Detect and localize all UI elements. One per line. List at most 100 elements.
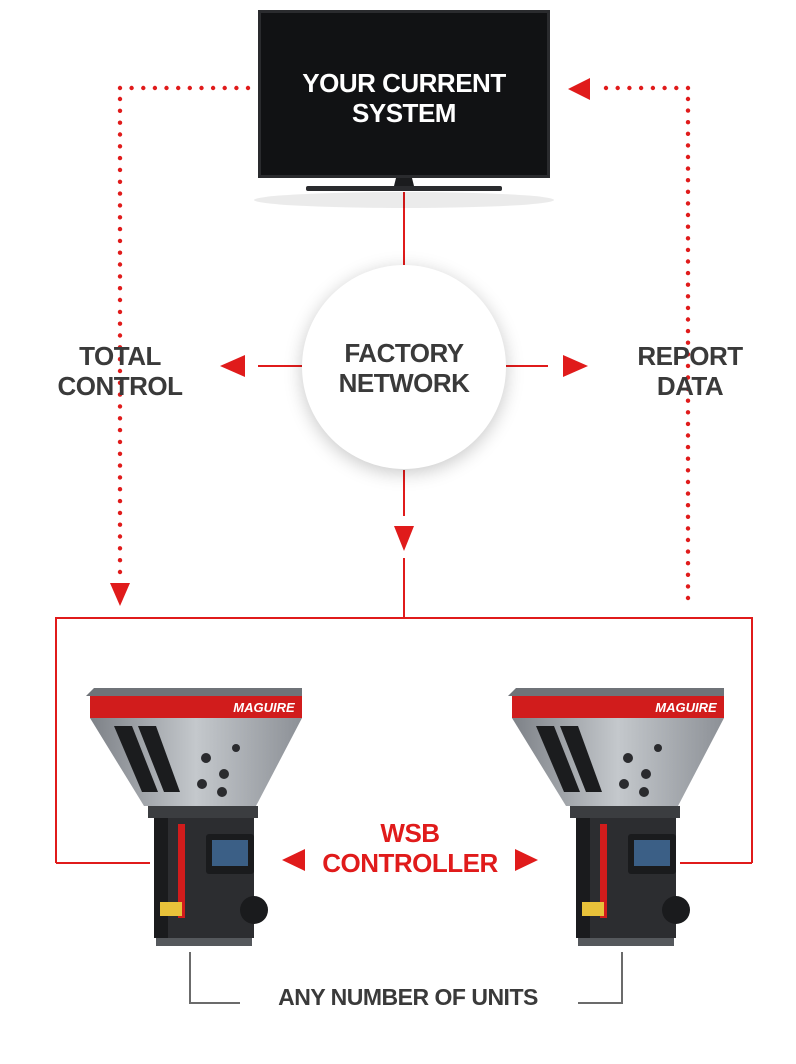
connector-dot [117, 357, 123, 362]
connector-dot [685, 96, 691, 102]
arrow-right-network [563, 355, 588, 377]
connector-dot [117, 179, 123, 184]
connector-dot [117, 155, 123, 161]
connector-dot [685, 444, 691, 450]
connector-dot [685, 201, 691, 206]
connector-dot [685, 375, 691, 380]
current-system-title: YOUR CURRENT SYSTEM [258, 68, 550, 128]
connector-dot [117, 569, 123, 575]
connector-dot [662, 85, 667, 91]
connector-dot [117, 297, 123, 303]
arrow-left-controller [282, 849, 305, 871]
connector-dot [117, 416, 123, 421]
connector-dot [117, 558, 123, 563]
connector-dot [117, 510, 123, 516]
connector-dot [117, 167, 123, 173]
solid-connectors [55, 192, 753, 864]
connector-dot [117, 451, 123, 456]
connector-dot [117, 333, 123, 338]
connector-dot [685, 120, 691, 125]
brand-label-left: MAGUIRE [233, 700, 295, 715]
connector-dot [117, 85, 123, 91]
connector-dot [685, 85, 691, 91]
connector-dot [685, 386, 691, 392]
connector-dot [685, 479, 691, 485]
connector-dot [117, 274, 123, 279]
connector-dot [685, 456, 691, 461]
connector-dot [176, 85, 181, 91]
connector-dot [117, 144, 123, 149]
connector-dot [685, 328, 691, 334]
connector-dot [685, 212, 691, 218]
any-number-of-units-label: ANY NUMBER OF UNITS [278, 984, 538, 1010]
connector-dot [685, 178, 691, 183]
connector-dot [117, 120, 123, 125]
connector-dot [117, 191, 123, 196]
wsb-controller-line2: CONTROLLER [322, 848, 498, 878]
factory-network-circle [302, 265, 506, 469]
connector-dot [685, 317, 691, 322]
connector-dot [117, 262, 123, 267]
connector-dot [117, 534, 123, 539]
connector-dot [685, 526, 691, 531]
connector-dot [685, 503, 691, 508]
connector-dot [650, 85, 656, 91]
connector-dot [117, 522, 123, 527]
connector-dot [117, 546, 123, 551]
arrow-right-controller [515, 849, 538, 871]
connector-dot [685, 282, 691, 287]
factory-network-label: FACTORY NETWORK [302, 338, 506, 398]
connector-dot [117, 286, 123, 291]
connector-dot [685, 514, 691, 519]
connector-dot [117, 463, 123, 468]
connector-dot [129, 85, 134, 91]
connector-dot [117, 498, 123, 504]
connector-dot [685, 270, 691, 276]
connector-dot [685, 421, 691, 427]
blender-unit-left: MAGUIRE [86, 688, 302, 946]
connector-dot [117, 226, 123, 232]
arrow-into-system [568, 78, 590, 100]
connector-dot [117, 487, 123, 492]
arrow-left-network [220, 355, 245, 377]
connector-dot [685, 537, 691, 543]
connector-dot [685, 305, 691, 311]
connector-dot [685, 398, 691, 403]
connector-dot [210, 85, 216, 91]
current-system-title-line1: YOUR CURRENT [302, 68, 506, 98]
connector-dot [117, 309, 123, 315]
connector-dot [234, 85, 239, 91]
connector-dot [685, 363, 691, 369]
connector-dot [685, 352, 691, 357]
connector-dot [685, 549, 691, 554]
connector-dot [117, 215, 123, 220]
connector-dot [187, 85, 192, 91]
arrow-down-total-control [110, 583, 130, 606]
connector-dot [615, 85, 620, 91]
connector-dot [685, 595, 691, 601]
connector-dot [117, 392, 123, 397]
connector-dot [117, 380, 123, 385]
connector-dot [685, 224, 691, 229]
wsb-controller-line1: WSB [380, 818, 440, 848]
connector-dot [685, 584, 691, 589]
arrow-down-network [394, 526, 414, 551]
connector-dot [117, 321, 123, 326]
connector-dot [164, 85, 169, 91]
connector-dot [685, 154, 691, 160]
connector-dot [685, 468, 691, 473]
wsb-controller-label: WSB CONTROLLER [300, 818, 520, 878]
connector-dot [245, 85, 251, 91]
connector-dot [685, 572, 691, 577]
connector-dot [685, 294, 691, 299]
connector-dot [117, 404, 123, 409]
connector-dot [117, 475, 123, 480]
connector-dot [117, 368, 123, 374]
connector-dot [117, 427, 123, 433]
report-data-line2: DATA [656, 371, 724, 401]
connector-dot [685, 259, 691, 264]
connector-dot [117, 96, 123, 102]
connector-dot [685, 108, 691, 113]
connector-dot [117, 439, 123, 445]
total-control-line2: CONTROL [57, 371, 183, 401]
